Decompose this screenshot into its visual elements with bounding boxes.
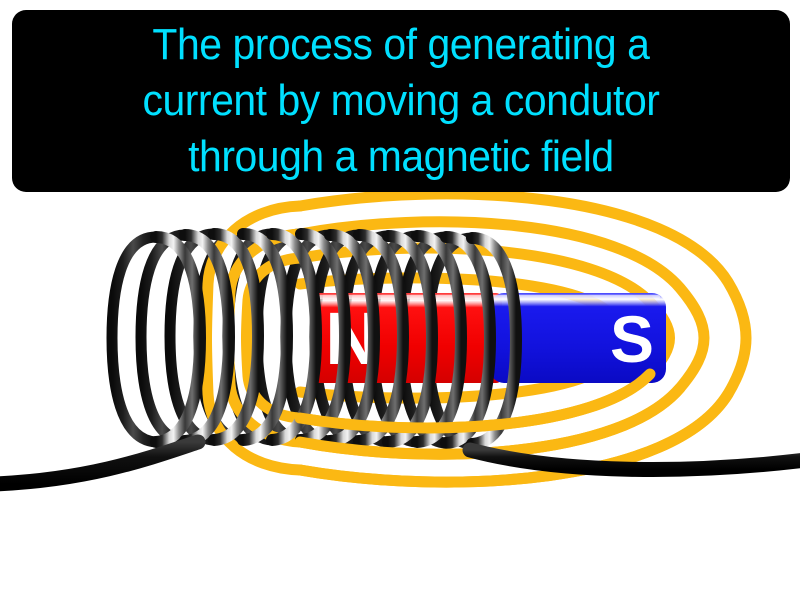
definition-banner: The process of generating a current by m…	[12, 10, 790, 192]
magnet-south-label: S	[610, 302, 654, 376]
magnet-south-pole	[490, 293, 666, 383]
electromagnetic-induction-illustration: N S	[0, 192, 800, 600]
definition-text: The process of generating a current by m…	[142, 20, 660, 181]
magnetic-field-lines-front	[294, 368, 734, 488]
lead-wire	[0, 434, 800, 492]
